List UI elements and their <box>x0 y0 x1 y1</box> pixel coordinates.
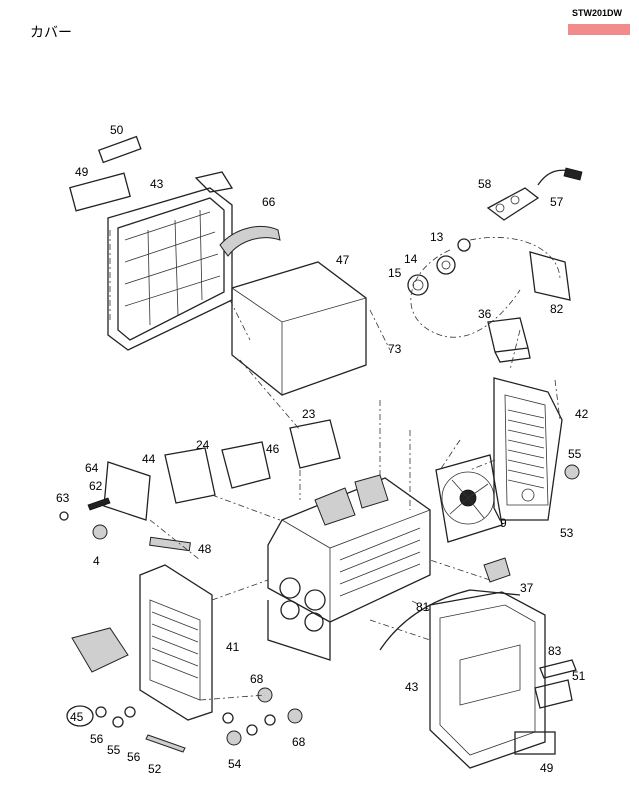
label-51 <box>534 679 573 709</box>
bottom-cover-part <box>429 591 546 769</box>
label-24: 24 <box>196 438 210 452</box>
label-57: 57 <box>550 195 564 209</box>
label-plate-50 <box>97 135 142 164</box>
label-83 <box>539 659 577 679</box>
label-68-left: 68 <box>250 672 264 686</box>
model-code: STW201DW <box>572 8 623 18</box>
label-73: 73 <box>388 342 402 356</box>
label-49-top: 49 <box>75 165 89 179</box>
label-14: 14 <box>404 252 418 266</box>
knob-part <box>407 238 471 296</box>
label-66: 66 <box>262 195 276 209</box>
strip-48 <box>149 536 191 552</box>
label-23: 23 <box>302 407 316 421</box>
label-36: 36 <box>478 307 492 321</box>
fan-part <box>435 454 503 543</box>
label-49 <box>514 731 556 755</box>
label-52: 52 <box>148 762 162 776</box>
label-44: 44 <box>142 452 156 466</box>
label-53: 53 <box>560 526 574 540</box>
label-55-bottom: 55 <box>107 743 121 757</box>
label-64: 64 <box>85 461 99 475</box>
label-62: 62 <box>89 479 103 493</box>
side-panel-part <box>493 377 563 521</box>
inner-panel-part <box>231 261 367 396</box>
label-51: 51 <box>572 669 586 683</box>
transformer-part <box>487 317 531 363</box>
label-68-right: 68 <box>292 735 306 749</box>
label-54: 54 <box>228 757 242 771</box>
label-41: 41 <box>226 640 240 654</box>
label-56-top: 56 <box>90 732 104 746</box>
label-63: 63 <box>56 491 70 505</box>
label-9: 9 <box>500 516 507 530</box>
nut-55 <box>564 464 580 480</box>
label-58: 58 <box>478 177 492 191</box>
cable-fitting-part <box>486 167 583 221</box>
connector-37 <box>483 557 511 583</box>
screw-63 <box>59 511 69 521</box>
front-panel-part <box>139 564 213 721</box>
bracket-part <box>529 251 571 301</box>
label-82: 82 <box>550 302 564 316</box>
label-46: 46 <box>266 442 280 456</box>
screw-62 <box>87 497 111 511</box>
label-50: 50 <box>110 123 124 137</box>
pcb-24 <box>221 441 271 489</box>
rail-52 <box>145 734 186 753</box>
label-81: 81 <box>416 600 430 614</box>
label-45-ring <box>66 705 94 727</box>
pcb-44 <box>164 447 216 504</box>
label-47: 47 <box>336 253 350 267</box>
label-4: 4 <box>93 554 100 568</box>
label-55-right: 55 <box>568 447 582 461</box>
label-13: 13 <box>430 230 444 244</box>
label-37: 37 <box>520 581 534 595</box>
label-plate-49 <box>69 172 131 212</box>
label-56-bottom: 56 <box>127 750 141 764</box>
main-chassis-part <box>267 474 431 661</box>
label-15: 15 <box>388 266 402 280</box>
label-83: 83 <box>548 644 562 658</box>
plate-64 <box>103 461 151 521</box>
label-43-top: 43 <box>150 177 164 191</box>
label-45: 45 <box>70 710 84 724</box>
highlight-band <box>568 24 630 35</box>
label-49-bottom: 49 <box>540 761 554 775</box>
label-42: 42 <box>575 407 589 421</box>
top-cover-part <box>107 171 234 351</box>
knob-4 <box>92 524 108 540</box>
cable-81 <box>379 589 521 651</box>
label-48: 48 <box>198 542 212 556</box>
page-title: カバー <box>30 25 72 41</box>
label-43-bottom: 43 <box>405 680 419 694</box>
pcb-23 <box>289 419 341 469</box>
cover-45 <box>71 627 129 673</box>
handle-part <box>219 226 281 257</box>
